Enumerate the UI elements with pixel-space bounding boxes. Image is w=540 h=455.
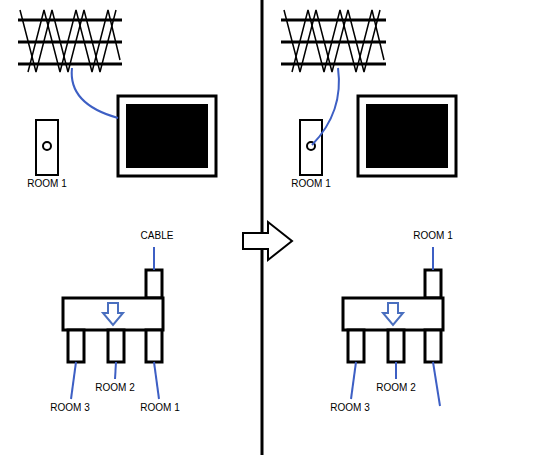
room-label: ROOM 2 — [375, 382, 416, 393]
wall-plate — [300, 120, 322, 175]
flow-arrow — [103, 303, 403, 325]
transition-arrow — [243, 222, 292, 260]
tv — [118, 96, 216, 176]
leader-line — [71, 247, 440, 406]
room-label: ROOM 3 — [49, 402, 90, 413]
antenna-net — [18, 10, 122, 72]
splitter — [343, 270, 443, 362]
splitter — [63, 270, 163, 362]
room-label: ROOM 1 — [26, 178, 67, 189]
wall-plate — [36, 120, 58, 175]
room-label: ROOM 3 — [329, 402, 370, 413]
room-label: ROOM 1 — [139, 402, 180, 413]
room-label: ROOM 1 — [412, 230, 453, 241]
room-label: CABLE — [140, 230, 175, 241]
tv — [358, 96, 456, 176]
antenna-net — [281, 10, 386, 72]
room-label: ROOM 2 — [94, 382, 135, 393]
room-label: ROOM 1 — [290, 178, 331, 189]
divider — [261, 0, 264, 455]
coax-cable — [72, 68, 339, 145]
